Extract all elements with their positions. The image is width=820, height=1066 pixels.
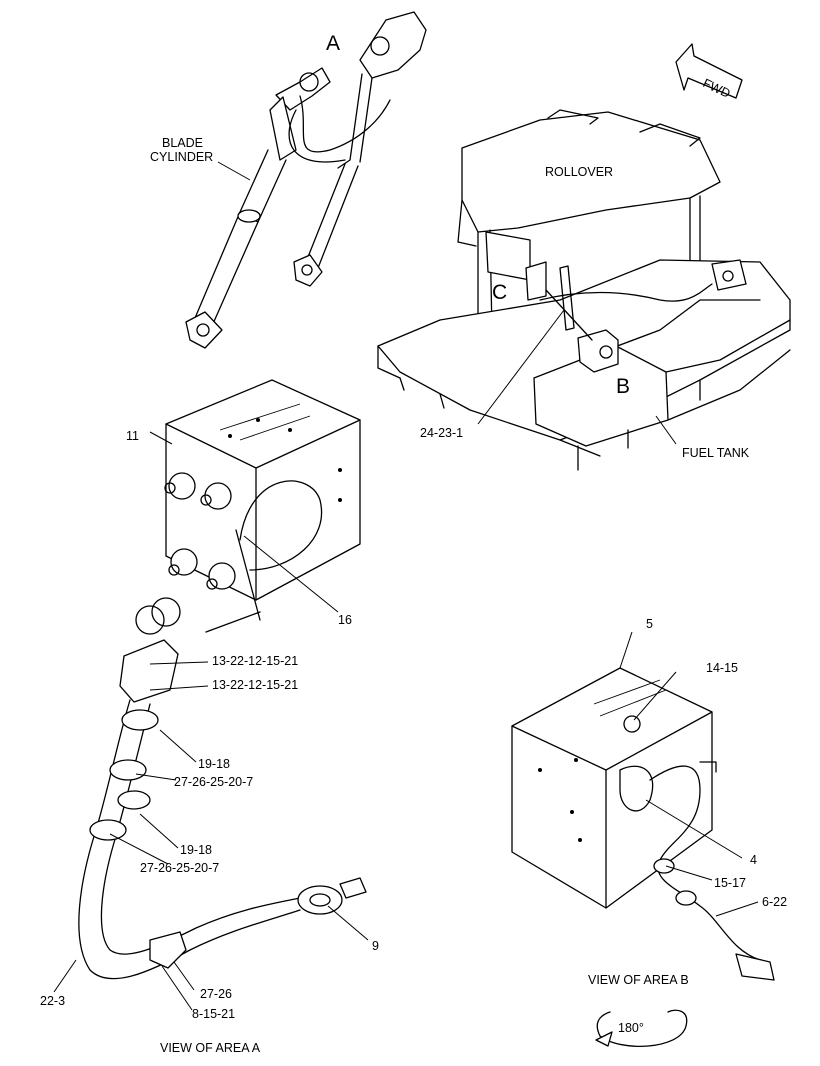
fuel-tank-label: FUEL TANK bbox=[682, 446, 750, 460]
blade-cylinder-label-line2: CYLINDER bbox=[150, 150, 213, 164]
part-8-15-21-label: 8-15-21 bbox=[192, 1007, 235, 1021]
tractor-body-illustration bbox=[377, 109, 791, 471]
rollover-label: ROLLOVER bbox=[545, 165, 613, 179]
forward-arrow-icon: FWD bbox=[675, 43, 743, 101]
part-16-label: 16 bbox=[338, 613, 352, 627]
leader-lines bbox=[53, 161, 759, 1011]
area-c-marker: C bbox=[492, 281, 507, 304]
part-14-15-label: 14-15 bbox=[706, 661, 738, 675]
part-27-label-lower: 27-26-25-20-7 bbox=[140, 861, 219, 875]
area-a-illustration bbox=[78, 379, 367, 980]
part-11-label: 11 bbox=[126, 429, 139, 443]
part-9-label: 9 bbox=[372, 939, 379, 953]
area-a-marker: A bbox=[326, 32, 340, 55]
part-27-26-label: 27-26 bbox=[200, 987, 232, 1001]
part-19-18-label-upper: 19-18 bbox=[198, 757, 230, 771]
part-22-3-label: 22-3 bbox=[40, 994, 65, 1008]
part-13-label-upper: 13-22-12-15-21 bbox=[212, 654, 298, 668]
area-b-illustration bbox=[511, 667, 775, 981]
part-13-label-lower: 13-22-12-15-21 bbox=[212, 678, 298, 692]
part-27-label-upper: 27-26-25-20-7 bbox=[174, 775, 253, 789]
view-area-a-caption: VIEW OF AREA A bbox=[160, 1041, 261, 1055]
part-4-label: 4 bbox=[750, 853, 757, 867]
blade-cylinders-illustration bbox=[185, 11, 427, 349]
view-area-b-caption: VIEW OF AREA B bbox=[588, 973, 689, 987]
part-5-label: 5 bbox=[646, 617, 653, 631]
area-b-marker: B bbox=[616, 375, 630, 398]
blade-cylinder-label-line1: BLADE bbox=[162, 136, 203, 150]
rotation-arrow-icon bbox=[595, 1009, 688, 1047]
part-6-22-label: 6-22 bbox=[762, 895, 787, 909]
part-24-23-1-label: 24-23-1 bbox=[420, 426, 463, 440]
rotation-180-label: 180° bbox=[618, 1021, 644, 1035]
part-15-17-label: 15-17 bbox=[714, 876, 746, 890]
part-19-18-label-lower: 19-18 bbox=[180, 843, 212, 857]
